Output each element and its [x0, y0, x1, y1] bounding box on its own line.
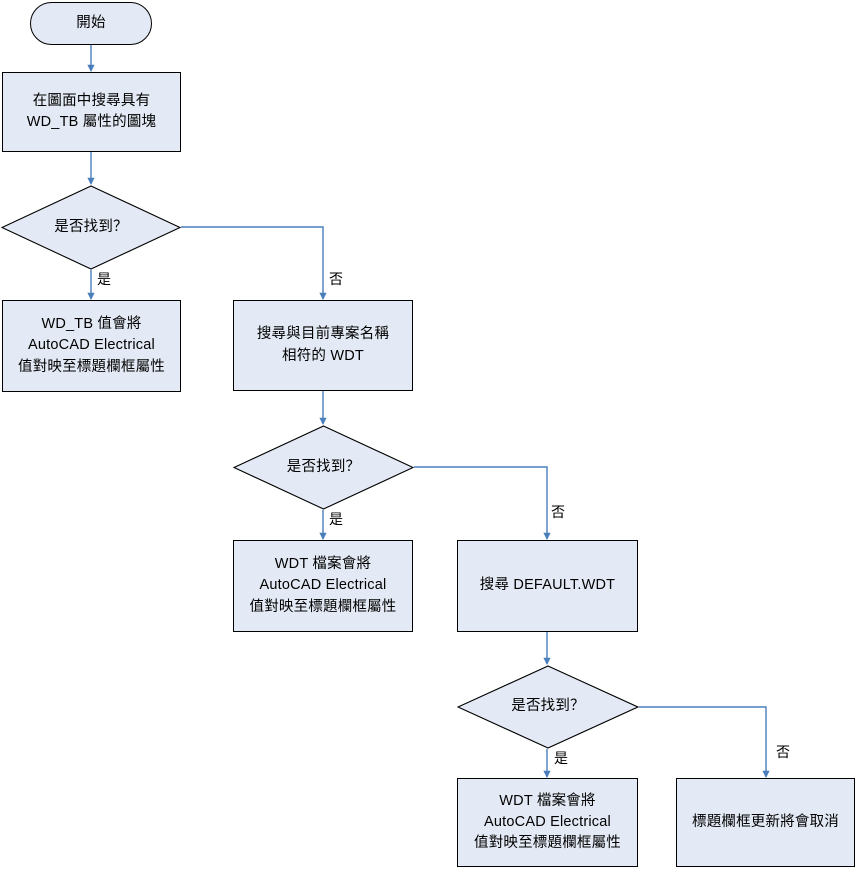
node-search-default-wdt[interactable]: 搜尋 DEFAULT.WDT [457, 540, 638, 632]
edge-decision1-no [181, 226, 327, 301]
diamond-shape-1 [1, 185, 181, 270]
node-wdtb-map-label: WD_TB 值會將 AutoCAD Electrical 值對映至標題欄框屬性 [18, 316, 165, 375]
edge-label-decision3-yes: 是 [554, 750, 568, 766]
node-cancel-update-label: 標題欄框更新將會取消 [692, 813, 839, 830]
diamond-shape-2 [233, 425, 414, 510]
node-search-project-wdt[interactable]: 搜尋與目前專案名稱 相符的 WDT [233, 300, 413, 391]
node-start-label: 開始 [76, 14, 106, 31]
node-start[interactable]: 開始 [30, 2, 152, 45]
edge-decision2-no [414, 466, 551, 541]
node-wdt-map-2[interactable]: WDT 檔案會將 AutoCAD Electrical 值對映至標題欄框屬性 [457, 778, 638, 867]
node-cancel-update[interactable]: 標題欄框更新將會取消 [676, 778, 855, 867]
node-decision-found-project-wdt-label: 是否找到？ [286, 458, 361, 475]
node-decision-found-default-wdt-label: 是否找到？ [511, 698, 585, 715]
node-wdt-map-1-label: WDT 檔案會將 AutoCAD Electrical 值對映至標題欄框屬性 [249, 556, 397, 615]
edge-label-decision2-yes: 是 [329, 511, 343, 527]
node-search-default-wdt-label: 搜尋 DEFAULT.WDT [479, 577, 616, 594]
edge-label-decision3-no: 否 [776, 744, 790, 760]
diamond-shape-3 [457, 665, 639, 749]
node-wdt-map-2-label: WDT 檔案會將 AutoCAD Electrical 值對映至標題欄框屬性 [474, 792, 621, 851]
edge-label-decision1-yes: 是 [97, 271, 111, 287]
node-decision-found-default-wdt[interactable]: 是否找到？ [457, 665, 639, 749]
node-search-wdtb-block[interactable]: 在圖面中搜尋具有 WD_TB 屬性的圖塊 [2, 72, 181, 152]
node-wdt-map-1[interactable]: WDT 檔案會將 AutoCAD Electrical 值對映至標題欄框屬性 [233, 540, 413, 632]
node-search-project-wdt-label: 搜尋與目前專案名稱 相符的 WDT [256, 326, 390, 364]
node-decision-found-project-wdt[interactable]: 是否找到？ [233, 425, 414, 510]
node-decision-found-wdtb-label: 是否找到？ [54, 218, 128, 235]
edge-label-decision2-no: 否 [551, 504, 565, 520]
node-search-wdtb-block-label: 在圖面中搜尋具有 WD_TB 屬性的圖塊 [26, 92, 157, 130]
node-wdtb-map[interactable]: WD_TB 值會將 AutoCAD Electrical 值對映至標題欄框屬性 [2, 300, 181, 392]
edge-decision3-no [639, 706, 770, 779]
node-decision-found-wdtb[interactable]: 是否找到？ [1, 185, 181, 270]
edge-label-decision1-no: 否 [329, 271, 343, 287]
